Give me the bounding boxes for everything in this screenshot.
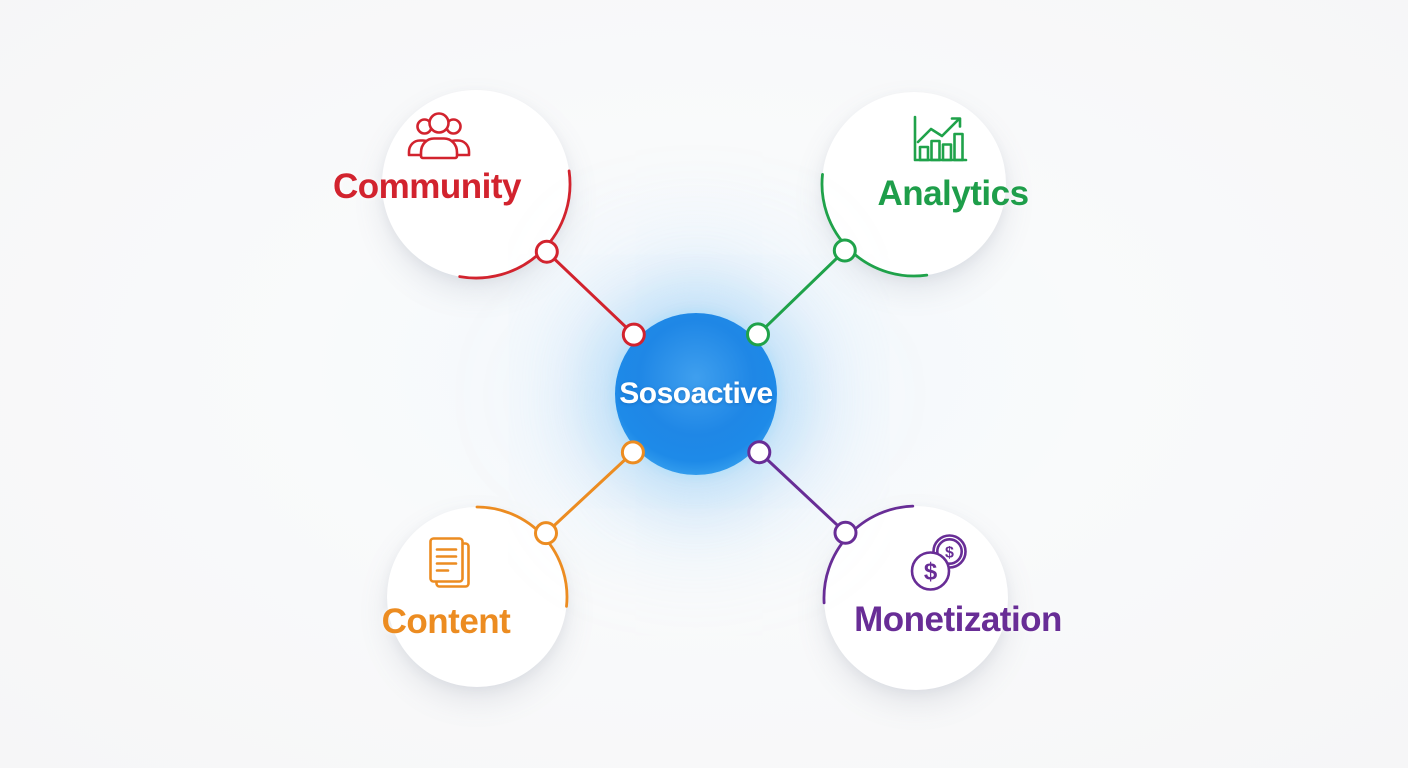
documents-icon — [429, 537, 470, 588]
monetization-connector-line — [757, 450, 847, 535]
content-node-label: Content — [381, 602, 511, 641]
svg-text:$: $ — [924, 559, 938, 586]
analytics-node-label: Analytics — [877, 174, 1029, 213]
dollar-coins-icon: $ $ — [910, 534, 967, 591]
center-node-circle: Sosoactive — [615, 313, 777, 475]
bar-chart-growth-icon — [913, 115, 968, 162]
community-connector-line — [545, 250, 636, 337]
people-group-icon — [407, 112, 471, 160]
content-connector-line — [544, 450, 635, 535]
monetization-node-label: Monetization — [854, 600, 1062, 639]
svg-text:$: $ — [945, 545, 954, 562]
community-node-label: Community — [333, 167, 522, 206]
analytics-connector-line — [756, 249, 847, 336]
content-node-circle — [387, 507, 567, 687]
center-node-label: Sosoactive — [619, 377, 773, 410]
